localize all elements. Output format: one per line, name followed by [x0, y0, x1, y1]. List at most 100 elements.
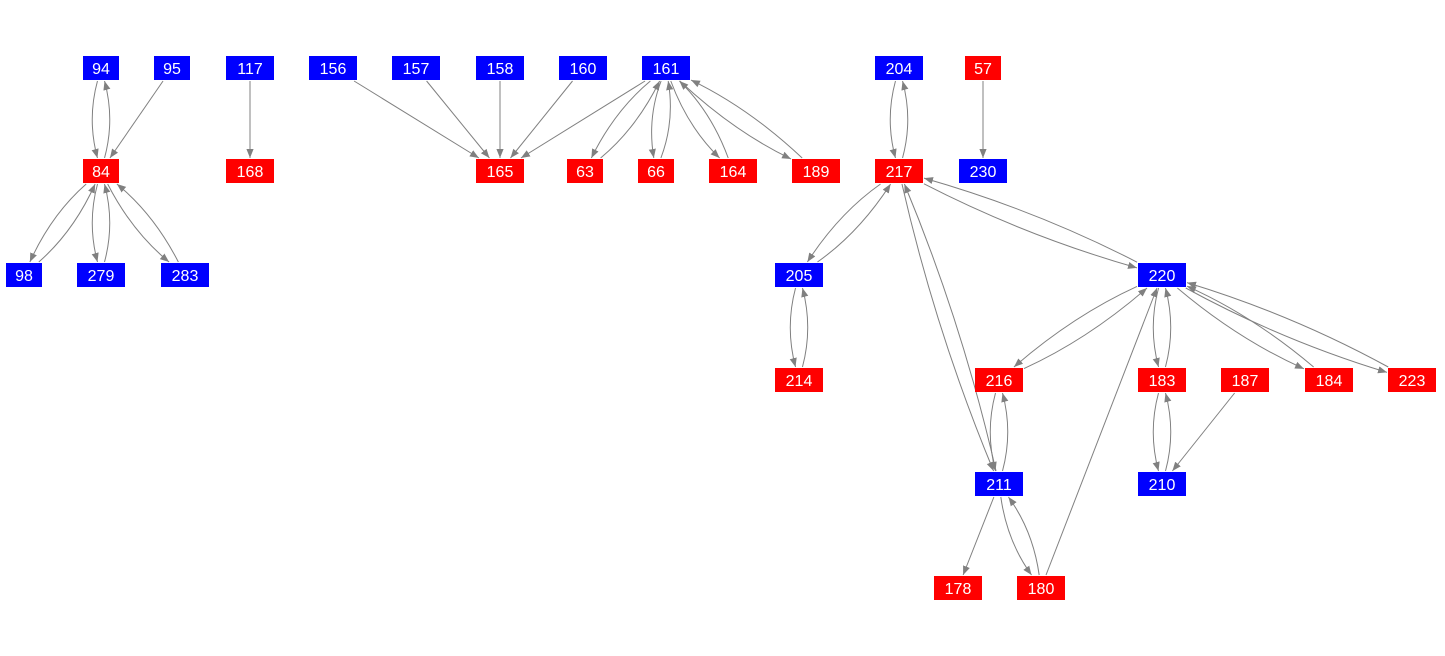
node-158[interactable]: 158: [476, 56, 524, 80]
edge-157-to-165: [426, 80, 490, 159]
node-label: 180: [1028, 581, 1055, 598]
edge-94-to-84: [91, 80, 99, 159]
node-box: [392, 56, 440, 80]
edge-211-to-216: [1001, 392, 1009, 472]
edge-214-to-205: [801, 287, 809, 368]
node-box: [775, 263, 823, 287]
node-216[interactable]: 216: [975, 368, 1023, 392]
node-230[interactable]: 230: [959, 159, 1007, 183]
edge-220-to-184: [1177, 287, 1305, 370]
node-160[interactable]: 160: [559, 56, 607, 80]
node-211[interactable]: 211: [975, 472, 1023, 496]
edge-187-to-210: [1171, 392, 1236, 472]
node-217[interactable]: 217: [875, 159, 923, 183]
edge-183-to-210: [1152, 392, 1160, 472]
node-117[interactable]: 117: [226, 56, 274, 80]
node-label: 164: [720, 164, 747, 181]
node-204[interactable]: 204: [875, 56, 923, 80]
node-180[interactable]: 180: [1017, 576, 1065, 600]
edge-205-to-217: [817, 183, 892, 263]
edge-161-to-164: [670, 80, 720, 159]
node-label: 57: [974, 61, 992, 78]
edge-216-to-211: [989, 392, 997, 472]
node-157[interactable]: 157: [392, 56, 440, 80]
node-box: [975, 472, 1023, 496]
edge-189-to-161: [690, 79, 803, 159]
edge-161-to-63: [590, 80, 651, 159]
edge-217-to-220: [923, 183, 1138, 269]
node-box: [975, 368, 1023, 392]
edge-164-to-161: [679, 80, 729, 159]
edge-156-to-165: [353, 80, 480, 159]
node-label: 94: [92, 61, 110, 78]
node-184[interactable]: 184: [1305, 368, 1353, 392]
node-187[interactable]: 187: [1221, 368, 1269, 392]
node-84[interactable]: 84: [83, 159, 119, 183]
node-183[interactable]: 183: [1138, 368, 1186, 392]
edge-161-to-66: [648, 80, 662, 159]
node-210[interactable]: 210: [1138, 472, 1186, 496]
node-164[interactable]: 164: [709, 159, 757, 183]
node-283[interactable]: 283: [161, 263, 209, 287]
node-box: [476, 159, 524, 183]
node-box: [77, 263, 125, 287]
node-box: [226, 56, 274, 80]
node-165[interactable]: 165: [476, 159, 524, 183]
node-223[interactable]: 223: [1388, 368, 1436, 392]
edge-95-to-84: [109, 80, 164, 159]
edge-63-to-161: [600, 80, 661, 159]
node-label: 210: [1149, 477, 1176, 494]
node-label: 214: [786, 373, 813, 390]
edge-84-to-279: [91, 183, 99, 263]
node-label: 158: [487, 61, 514, 78]
node-box: [567, 159, 603, 183]
node-214[interactable]: 214: [775, 368, 823, 392]
edge-98-to-84: [38, 183, 96, 263]
edge-223-to-220: [1186, 281, 1389, 368]
node-57[interactable]: 57: [965, 56, 1001, 80]
node-label: 165: [487, 164, 514, 181]
node-box: [1221, 368, 1269, 392]
node-161[interactable]: 161: [642, 56, 690, 80]
node-label: 187: [1232, 373, 1259, 390]
edge-161-to-189: [679, 80, 792, 160]
edge-180-to-211: [1008, 496, 1040, 576]
edge-217-to-205: [806, 183, 881, 263]
node-205[interactable]: 205: [775, 263, 823, 287]
node-label: 156: [320, 61, 347, 78]
node-box: [6, 263, 42, 287]
node-box: [1305, 368, 1353, 392]
node-box: [1138, 472, 1186, 496]
edges-layer: [29, 79, 1389, 576]
node-168[interactable]: 168: [226, 159, 274, 183]
node-63[interactable]: 63: [567, 159, 603, 183]
edge-204-to-217: [889, 80, 897, 159]
node-box: [559, 56, 607, 80]
node-label: 204: [886, 61, 913, 78]
node-95[interactable]: 95: [154, 56, 190, 80]
node-box: [709, 159, 757, 183]
node-label: 168: [237, 164, 264, 181]
node-220[interactable]: 220: [1138, 263, 1186, 287]
node-178[interactable]: 178: [934, 576, 982, 600]
node-156[interactable]: 156: [309, 56, 357, 80]
edge-279-to-84: [103, 183, 111, 263]
edge-84-to-98: [29, 183, 87, 263]
node-279[interactable]: 279: [77, 263, 125, 287]
node-box: [1017, 576, 1065, 600]
edge-217-to-204: [901, 80, 909, 159]
node-189[interactable]: 189: [792, 159, 840, 183]
edge-161-to-165: [520, 80, 646, 159]
edge-180-to-220: [1045, 287, 1158, 576]
node-label: 178: [945, 581, 972, 598]
node-98[interactable]: 98: [6, 263, 42, 287]
node-label: 216: [986, 373, 1013, 390]
edge-211-to-178: [962, 496, 995, 576]
node-label: 217: [886, 164, 913, 181]
node-label: 160: [570, 61, 597, 78]
node-94[interactable]: 94: [83, 56, 119, 80]
node-66[interactable]: 66: [638, 159, 674, 183]
node-label: 95: [163, 61, 181, 78]
node-label: 220: [1149, 268, 1176, 285]
